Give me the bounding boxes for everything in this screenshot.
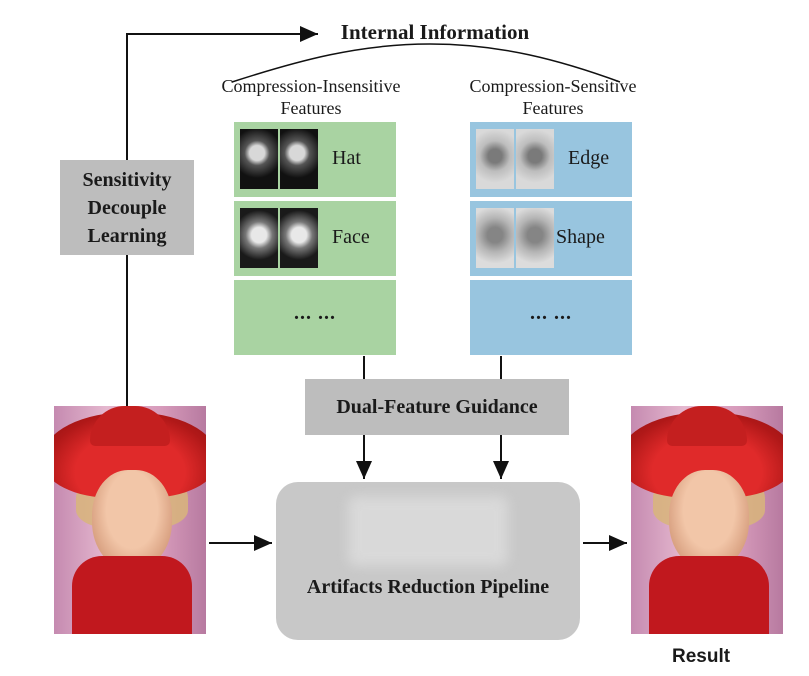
feature-cell-face: Face: [234, 201, 396, 276]
artifacts-reduction-pipeline-box: Artifacts Reduction Pipeline: [276, 482, 580, 640]
input-photo: [54, 406, 206, 634]
sensitivity-decouple-learning-box: Sensitivity Decouple Learning: [60, 160, 194, 255]
face-feature-thumbnail: [240, 208, 318, 268]
feature-cell-more: ... ...: [234, 280, 396, 355]
edge-feature-thumbnail: [476, 129, 554, 189]
feature-cell-shape: Shape: [470, 201, 632, 276]
ellipsis-label: ... ...: [294, 302, 336, 324]
sdl-arrow: [126, 26, 318, 406]
feature-label-hat: Hat: [332, 147, 361, 169]
guidance-label: Dual-Feature Guidance: [336, 395, 538, 418]
feature-label-face: Face: [332, 226, 370, 248]
info-brace: [231, 43, 621, 83]
hat-feature-thumbnail: [240, 129, 318, 189]
feature-cell-more: ... ...: [470, 280, 632, 355]
pipeline-label: Artifacts Reduction Pipeline: [306, 576, 550, 598]
feature-label-shape: Shape: [556, 226, 605, 248]
output-photo: [631, 406, 783, 634]
internal-information-title: Internal Information: [340, 20, 530, 44]
feature-cell-hat: Hat: [234, 122, 396, 197]
sensitive-panel: Edge Shape ... ...: [470, 122, 632, 356]
ellipsis-label: ... ...: [530, 302, 572, 324]
feature-cell-edge: Edge: [470, 122, 632, 197]
insensitive-panel: Hat Face ... ...: [234, 122, 396, 356]
sdl-label: Sensitivity Decouple Learning: [82, 168, 172, 247]
dual-feature-guidance-box: Dual-Feature Guidance: [305, 379, 569, 435]
feature-label-edge: Edge: [568, 147, 610, 169]
result-label: Result: [672, 646, 731, 667]
sensitive-header: Compression-Sensitive Features: [469, 76, 637, 118]
shape-feature-thumbnail: [476, 208, 554, 268]
pipeline-blurred-content: [348, 496, 508, 566]
insensitive-header: Compression-Insensitive Features: [221, 76, 401, 118]
